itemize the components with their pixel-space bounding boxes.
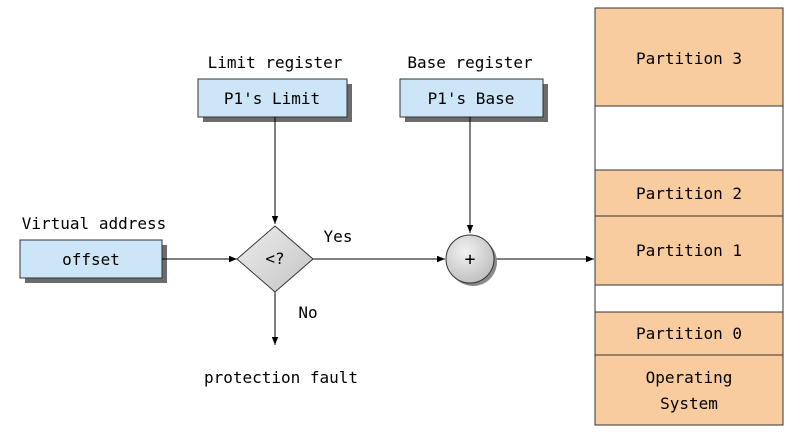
operating-system-box: [594, 354, 784, 426]
partition-2-label: Partition 2: [636, 184, 742, 203]
limit-register-label: Limit register: [208, 53, 343, 72]
operating-system-label-line1: Operating: [646, 368, 733, 387]
base-register-label: Base register: [407, 53, 533, 72]
partition-3-box: [594, 7, 784, 107]
partition-0-box: [594, 311, 784, 356]
limit-register-value: P1's Limit: [224, 89, 320, 108]
partition-1-box: [594, 215, 784, 286]
add-operator: +: [465, 249, 476, 270]
partition-2-box: [594, 169, 784, 217]
free-space-top: [594, 105, 784, 171]
no-label: No: [298, 303, 317, 322]
operating-system-label-line2: System: [660, 394, 718, 413]
offset-value: offset: [62, 250, 120, 269]
partition-1-label: Partition 1: [636, 241, 742, 260]
offset-box: [19, 239, 163, 279]
base-register-value: P1's Base: [428, 89, 515, 108]
compare-diamond: [236, 225, 314, 293]
partition-3-label: Partition 3: [636, 49, 742, 68]
free-space-middle: [594, 284, 784, 313]
partition-0-label: Partition 0: [636, 324, 742, 343]
adder-circle: [445, 234, 495, 284]
limit-register-box: [197, 78, 348, 118]
protection-fault-label: protection fault: [204, 368, 358, 387]
memory-map: Partition 3 Partition 2 Partition 1 Part…: [594, 7, 784, 426]
compare-operator: <?: [265, 249, 284, 268]
yes-label: Yes: [324, 227, 353, 246]
virtual-address-label: Virtual address: [22, 214, 167, 233]
base-register-box: [399, 78, 544, 118]
